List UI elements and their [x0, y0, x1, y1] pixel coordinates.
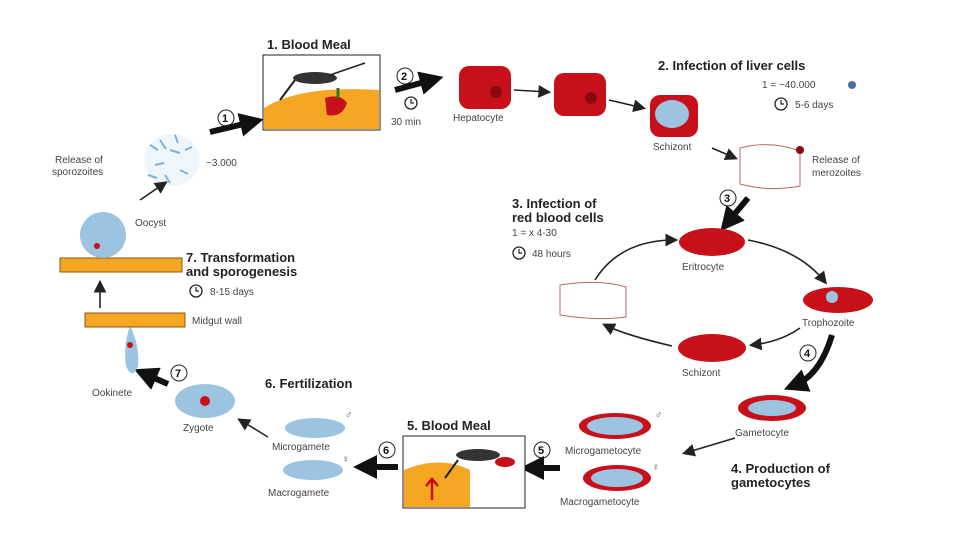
svg-text:7: 7	[175, 368, 181, 380]
step3-number-icon: 3	[719, 189, 737, 207]
svg-text:♂: ♂	[655, 410, 663, 421]
midgut-wall	[84, 312, 186, 328]
svg-text:Oocyst: Oocyst	[135, 218, 166, 229]
svg-text:Microgamete: Microgamete	[272, 442, 330, 453]
svg-text:merozoites: merozoites	[812, 168, 861, 179]
svg-text:Hepatocyte: Hepatocyte	[453, 113, 504, 124]
trophozoite	[803, 287, 873, 313]
hepatocyte-cell-2	[554, 73, 606, 116]
step2-title: 2. Infection of liver cells	[658, 58, 805, 73]
blood-meal-1-panel	[262, 54, 381, 131]
blood-schizont	[678, 334, 746, 362]
step4-title: 4. Production of	[731, 461, 831, 476]
svg-text:Gametocyte: Gametocyte	[735, 428, 789, 439]
svg-text:♀: ♀	[652, 462, 660, 473]
step1-number-icon: 1	[217, 109, 235, 127]
mosquito-icon	[444, 449, 515, 479]
sporozoites-label: Release of	[55, 155, 103, 166]
svg-text:Trophozoite: Trophozoite	[802, 318, 855, 329]
svg-text:8-15 days: 8-15 days	[210, 287, 254, 298]
svg-text:Ookinete: Ookinete	[92, 388, 132, 399]
svg-text:4: 4	[804, 348, 811, 360]
blood-meal-5-panel	[402, 435, 526, 509]
svg-text:red blood cells: red blood cells	[512, 210, 604, 225]
hepatocyte-cell	[459, 66, 511, 109]
svg-text:Macrogametocyte: Macrogametocyte	[560, 497, 640, 508]
oocyst	[80, 212, 126, 258]
blood-merozoite-release	[559, 281, 627, 320]
sporozoite-cloud	[144, 134, 200, 186]
mosquito-icon	[279, 62, 366, 101]
macrogamete	[283, 460, 343, 480]
svg-text:1: 1	[222, 113, 228, 125]
step2-number-icon: 2	[396, 67, 414, 85]
svg-text:Midgut wall: Midgut wall	[192, 316, 242, 327]
step5-number-icon: 5	[533, 441, 551, 459]
svg-text:♀: ♀	[342, 454, 350, 465]
step5-title: 5. Blood Meal	[407, 418, 491, 433]
svg-text:Release of: Release of	[812, 155, 860, 166]
eritrocyte	[679, 228, 745, 256]
clock-icon	[404, 96, 418, 110]
svg-text:gametocytes: gametocytes	[731, 475, 810, 490]
microgamete	[285, 418, 345, 438]
svg-text:5-6 days: 5-6 days	[795, 100, 833, 111]
sporozoite-count: ~3.000	[206, 158, 237, 169]
svg-text:3: 3	[724, 193, 730, 205]
step6-title: 6. Fertilization	[265, 376, 352, 391]
step4-number-icon: 4	[799, 344, 817, 362]
svg-text:Eritrocyte: Eritrocyte	[682, 262, 725, 273]
step7-number-icon: 7	[170, 364, 188, 382]
svg-text:sporozoites: sporozoites	[52, 167, 103, 178]
svg-text:Macrogamete: Macrogamete	[268, 488, 330, 499]
svg-text:Schizont: Schizont	[682, 368, 721, 379]
step2-ratio: 1 = ~40.000	[762, 80, 816, 91]
svg-text:Zygote: Zygote	[183, 423, 214, 434]
ookinete	[125, 326, 139, 374]
step7-title: 7. Transformation	[186, 250, 295, 265]
step1-time: 30 min	[391, 117, 421, 128]
step3-ratio: 1 = x 4-30	[512, 228, 557, 239]
merozoite-release	[739, 144, 801, 190]
step1-title: 1. Blood Meal	[267, 37, 351, 52]
svg-text:Microgametocyte: Microgametocyte	[565, 446, 642, 457]
arrow-1	[209, 113, 264, 137]
svg-text:and sporogenesis: and sporogenesis	[186, 264, 297, 279]
step3-title: 3. Infection of	[512, 196, 597, 211]
svg-text:48 hours: 48 hours	[532, 249, 571, 260]
midgut-wall-oocyst	[59, 257, 183, 273]
svg-text:6: 6	[383, 445, 389, 457]
svg-text:Schizont: Schizont	[653, 142, 692, 153]
svg-text:♂: ♂	[345, 410, 353, 421]
svg-text:2: 2	[401, 71, 407, 83]
svg-text:5: 5	[538, 445, 544, 457]
step6-number-icon: 6	[378, 441, 396, 459]
